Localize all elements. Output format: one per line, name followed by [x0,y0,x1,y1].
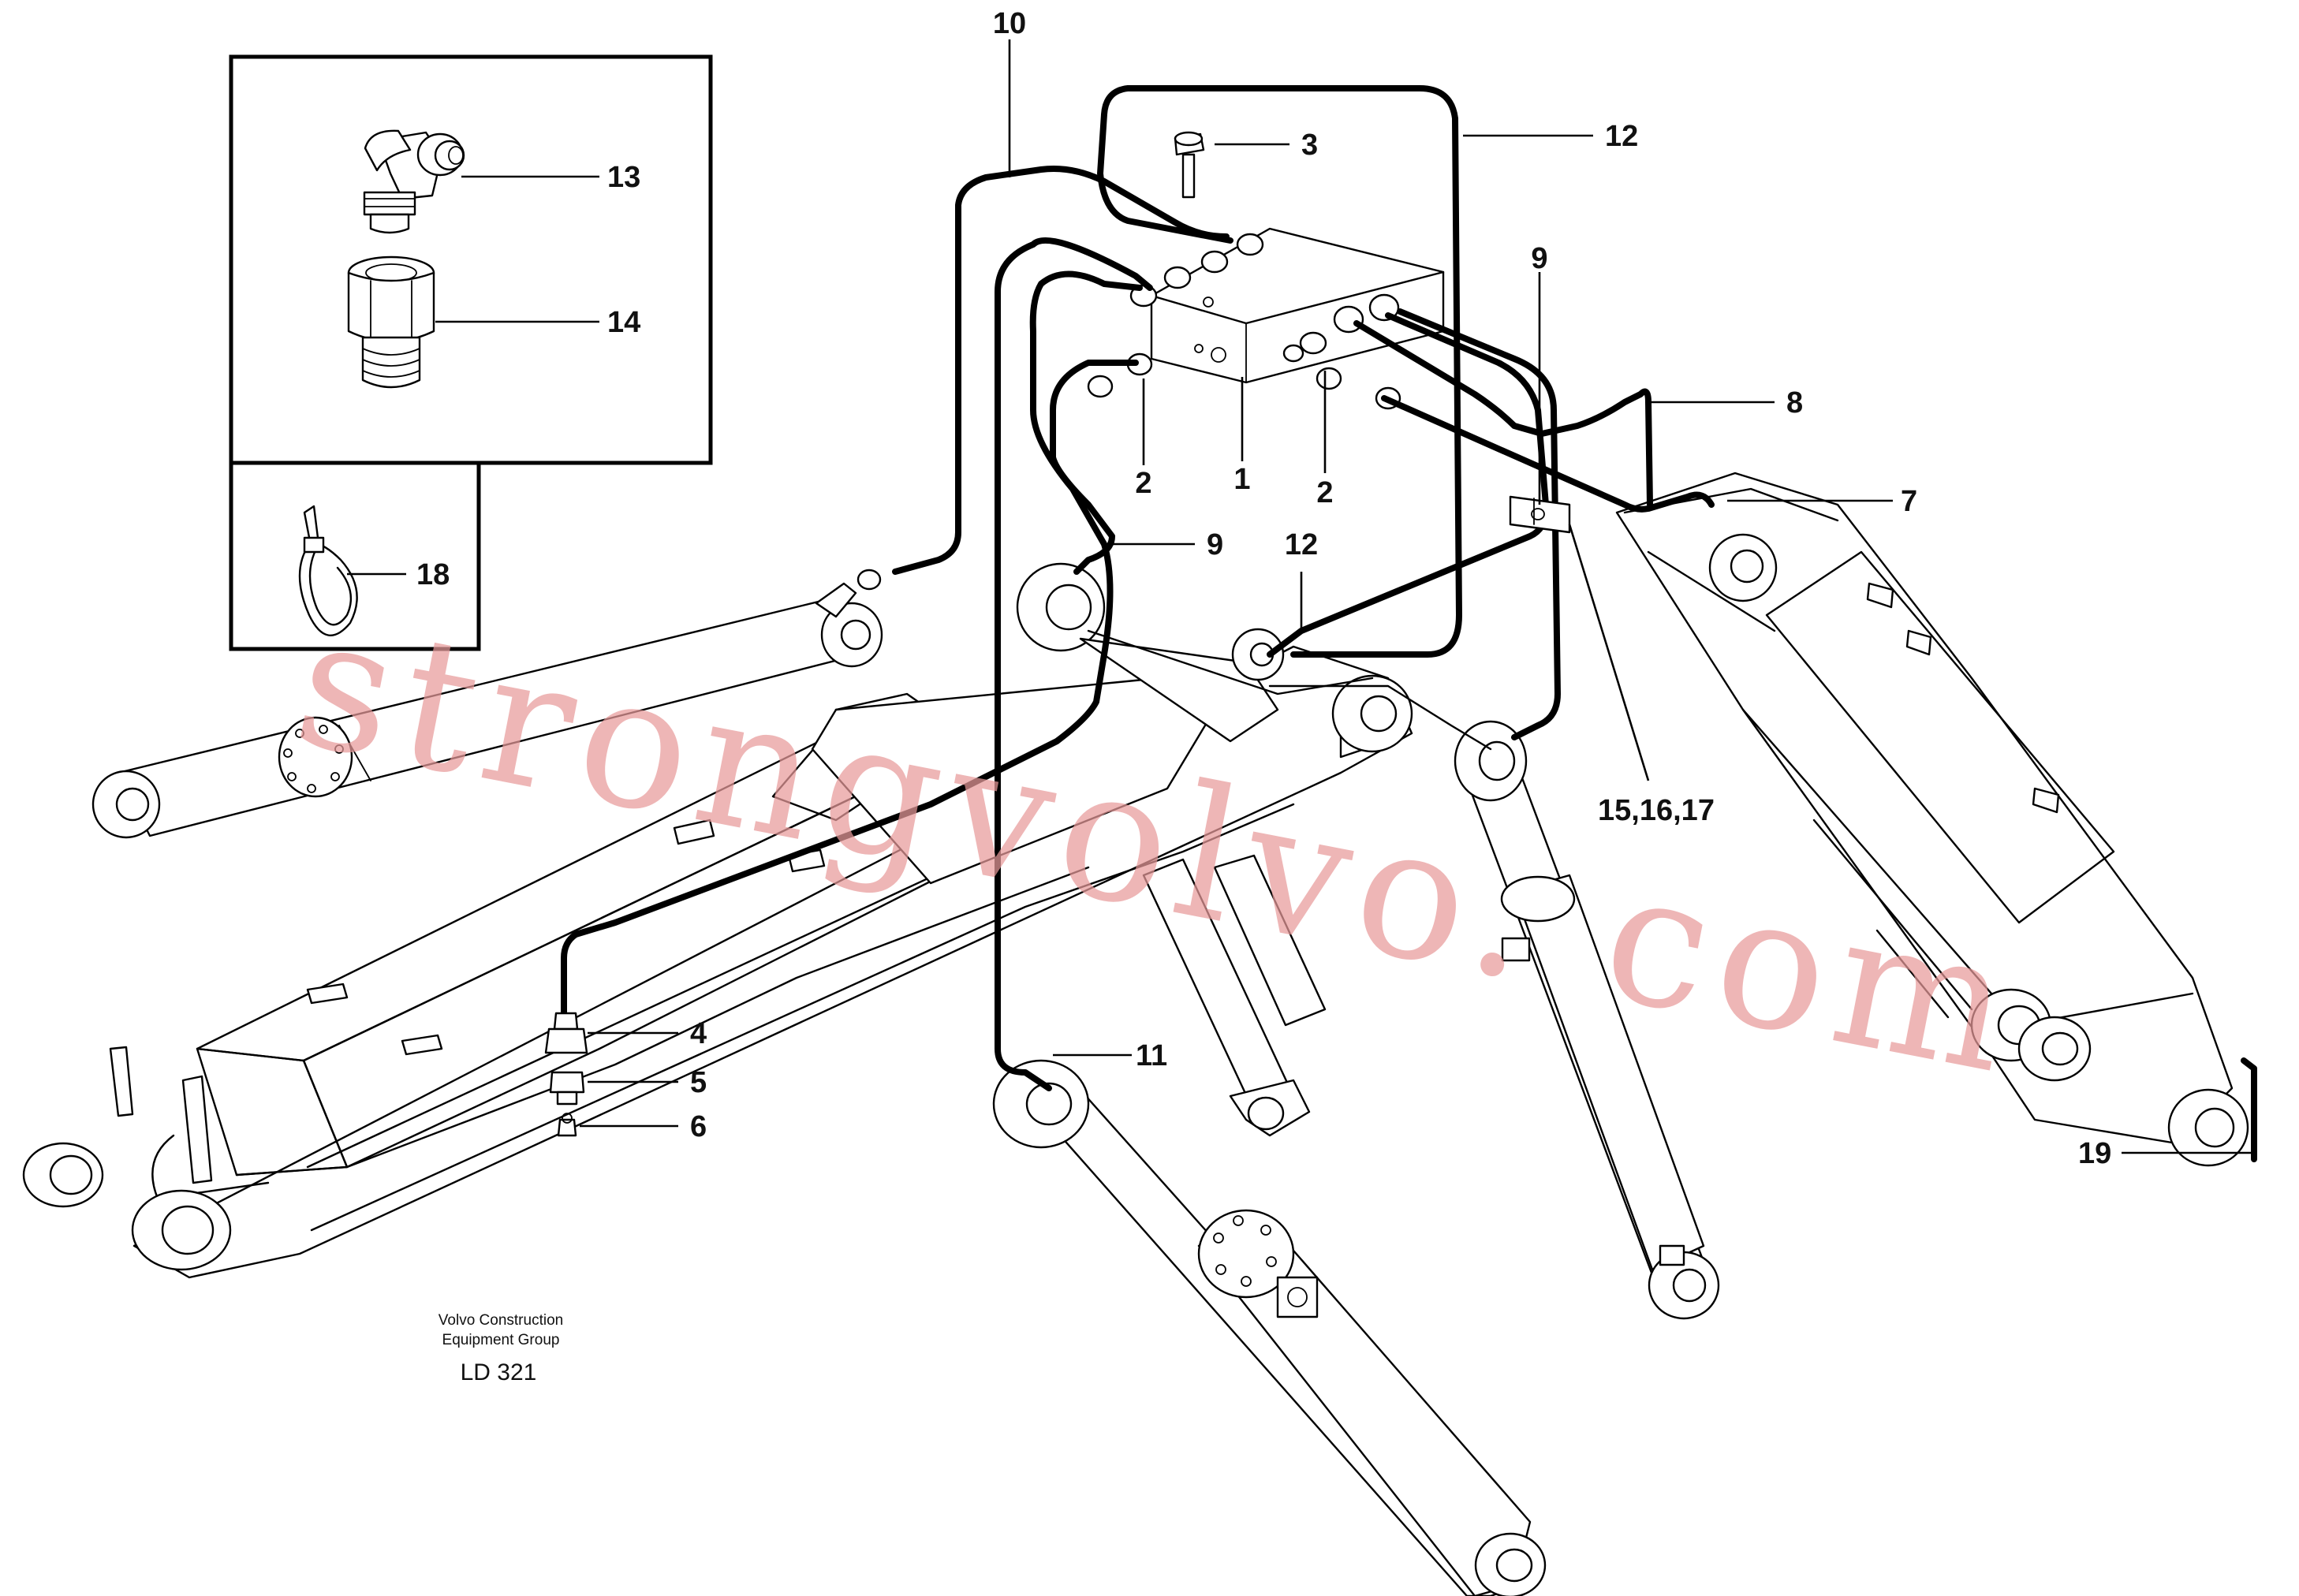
hose-12 [1097,85,1462,658]
company-line-2: Equipment Group [442,1332,560,1348]
boom-strut [1142,854,1327,1137]
hose-12b [1267,312,1550,658]
callout-12-mid: 12 [1285,528,1318,561]
callout-10: 10 [993,7,1026,40]
callout-2-left: 2 [1135,467,1151,500]
elbow-fitting-icon [363,129,465,234]
company-line-1: Volvo Construction [439,1312,563,1329]
grease-nipple-6-icon [557,1118,577,1137]
dipper-arm [1615,472,2249,1167]
leader-lines [580,39,2254,1154]
arm-cylinder [1454,720,1720,1320]
callout-15-16-17: 15,16,17 [1598,794,1715,827]
callout-6: 6 [690,1110,707,1143]
callout-14: 14 [607,306,640,339]
callout-9-left: 9 [1207,528,1223,561]
callout-18: 18 [416,558,450,591]
callout-11: 11 [1136,1039,1167,1072]
boom-link [811,562,1492,885]
callout-3: 3 [1301,129,1318,162]
inset-fittings [229,54,713,465]
hydraulic-hoses [561,85,2257,1162]
hose-clamp-icon [1509,495,1571,534]
inset-box-tie [229,461,481,651]
hose-4 [561,270,1143,1020]
callout-13: 13 [607,161,640,194]
fitting-5-icon [549,1071,585,1094]
callout-8: 8 [1786,386,1803,420]
callout-7: 7 [1901,485,1917,518]
boom-lift-cylinder [992,1059,1547,1596]
hose-7 [1381,395,1715,513]
adapter-fitting-icon [347,255,435,389]
hose-11 [995,237,1153,1091]
inset-cable-tie [229,461,481,651]
hose-8 [1353,320,1653,508]
fitting-4-icon [553,1012,579,1031]
callout-19: 19 [2078,1137,2111,1170]
hose-19 [2241,1057,2257,1162]
hose-9 [1397,308,1561,740]
inset-box-fittings [229,54,713,465]
callout-5: 5 [690,1066,707,1099]
boom-cylinder-upper [91,569,883,839]
callout-9-right: 9 [1531,242,1547,275]
fitting-stack [544,1012,588,1137]
callout-4: 4 [690,1017,707,1050]
cable-tie-icon [298,505,358,636]
drawing-code: LD 321 [461,1359,537,1385]
callout-labels: 10 3 12 9 8 7 2 1 2 9 12 15,16,17 13 14 … [416,7,2111,1170]
callout-12-top: 12 [1605,120,1638,153]
callout-1: 1 [1233,463,1250,496]
bolt-icon [1174,131,1205,199]
hose-10 [892,166,1230,575]
callout-2-right: 2 [1316,476,1333,509]
valve-block [1087,131,1445,410]
footer-credit: Volvo Construction Equipment Group LD 32… [439,1312,563,1385]
